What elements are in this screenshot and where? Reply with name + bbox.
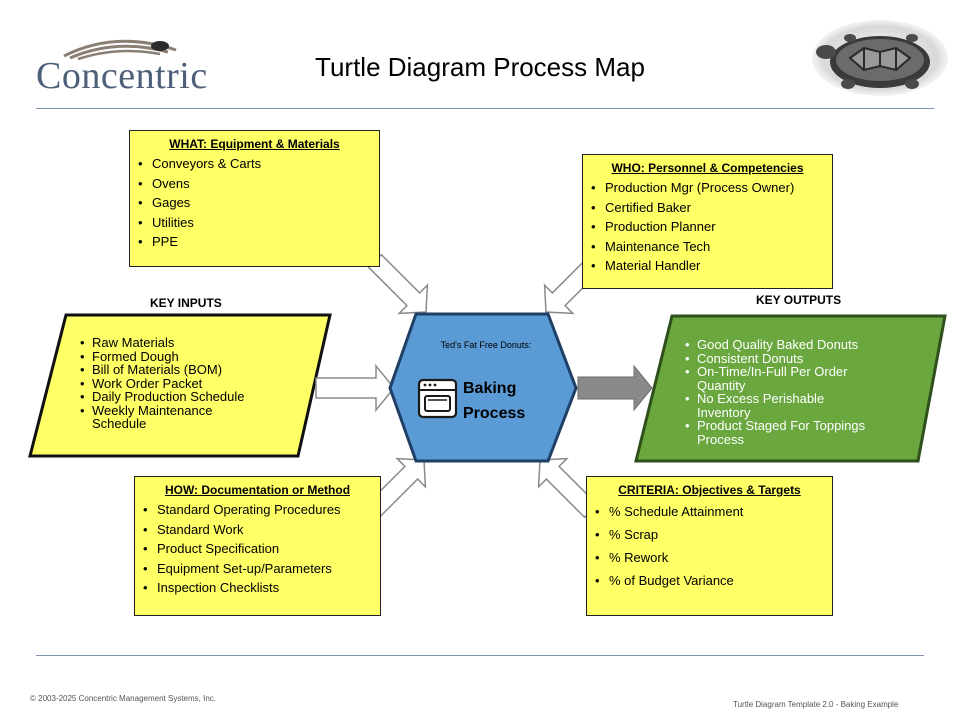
list-item: Equipment Set-up/Parameters: [143, 559, 372, 579]
list-item: Good Quality Baked Donuts: [685, 338, 890, 352]
list-item: Daily Production Schedule: [80, 390, 290, 404]
list-item: Production Planner: [591, 217, 824, 237]
who-list: Production Mgr (Process Owner) Certified…: [591, 178, 824, 276]
what-box: WHAT: Equipment & Materials Conveyors & …: [129, 130, 380, 267]
template-name: Turtle Diagram Template 2.0 - Baking Exa…: [733, 700, 899, 709]
list-item: % Schedule Attainment: [595, 500, 824, 523]
how-arrow: [365, 457, 427, 519]
oven-icon: [417, 378, 458, 419]
process-hexagon: [388, 312, 578, 463]
list-item: Maintenance Tech: [591, 237, 824, 257]
list-item: Product Staged For Toppings Process: [685, 419, 897, 446]
list-item: Bill of Materials (BOM): [80, 363, 290, 377]
list-item: No Excess Perishable Inventory: [685, 392, 872, 419]
list-item: Standard Work: [143, 520, 372, 540]
list-item: Standard Operating Procedures: [143, 500, 372, 520]
list-item: Inspection Checklists: [143, 578, 372, 598]
who-heading: WHO: Personnel & Competencies: [611, 161, 804, 175]
list-item: % Scrap: [595, 523, 824, 546]
list-item: Raw Materials: [80, 336, 290, 350]
criteria-heading: CRITERIA: Objectives & Targets: [618, 483, 801, 497]
list-item: Product Specification: [143, 539, 372, 559]
list-item: Work Order Packet: [80, 376, 290, 391]
input-arrow: [315, 363, 395, 413]
list-item: On-Time/In-Full Per Order Quantity: [685, 365, 877, 392]
how-list: Standard Operating Procedures Standard W…: [143, 500, 372, 598]
turtle-image-icon: [812, 20, 948, 96]
key-outputs-label: KEY OUTPUTS: [756, 293, 842, 307]
who-box: WHO: Personnel & Competencies Production…: [582, 154, 833, 289]
list-item: Conveyors & Carts: [138, 154, 371, 174]
key-inputs-list: Raw Materials Formed Dough Bill of Mater…: [80, 336, 290, 431]
list-item: Formed Dough: [80, 349, 290, 364]
criteria-box: CRITERIA: Objectives & Targets % Schedul…: [586, 476, 833, 616]
what-heading: WHAT: Equipment & Materials: [169, 137, 340, 151]
header-divider: [36, 108, 934, 109]
key-inputs-label: KEY INPUTS: [150, 296, 222, 310]
page-title: Turtle Diagram Process Map: [315, 52, 645, 82]
list-item: PPE: [138, 232, 371, 252]
list-item: % Rework: [595, 546, 824, 569]
list-item: Material Handler: [591, 256, 824, 276]
process-name: Baking Process: [463, 380, 526, 422]
key-outputs-list: Good Quality Baked Donuts Consistent Don…: [685, 338, 890, 446]
list-item: % of Budget Variance: [595, 569, 824, 592]
output-arrow: [577, 364, 653, 412]
copyright-text: © 2003-2025 Concentric Management System…: [30, 694, 216, 703]
list-item: Production Mgr (Process Owner): [591, 178, 824, 198]
list-item: Gages: [138, 193, 371, 213]
list-item: Weekly Maintenance Schedule: [80, 403, 242, 431]
how-box: HOW: Documentation or Method Standard Op…: [134, 476, 381, 616]
footer-divider: [36, 655, 924, 656]
how-heading: HOW: Documentation or Method: [164, 483, 351, 497]
criteria-list: % Schedule Attainment % Scrap % Rework %…: [595, 500, 824, 592]
what-list: Conveyors & Carts Ovens Gages Utilities …: [138, 154, 371, 252]
company-logo-text: Concentric: [36, 55, 208, 97]
what-arrow: [367, 253, 429, 315]
process-subtitle: Ted's Fat Free Donuts:: [440, 340, 532, 350]
list-item: Ovens: [138, 174, 371, 194]
list-item: Utilities: [138, 213, 371, 233]
list-item: Consistent Donuts: [685, 351, 890, 366]
concentric-logo-icon: [63, 39, 177, 60]
list-item: Certified Baker: [591, 198, 824, 218]
